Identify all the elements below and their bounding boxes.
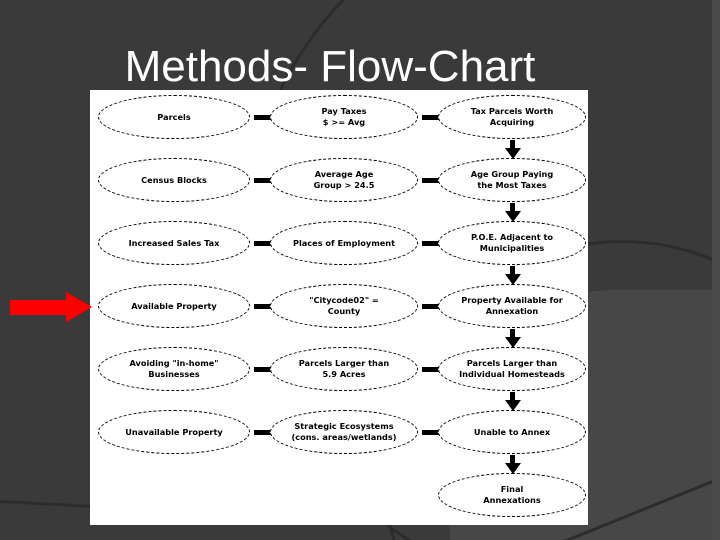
- node-line: Unable to Annex: [473, 426, 551, 437]
- node-line: Parcels: [157, 111, 191, 122]
- node-line: the Most Taxes: [477, 180, 547, 190]
- flow-node-result-4[interactable]: Property Available for Annexation: [438, 284, 586, 328]
- node-line: Annexation: [485, 306, 539, 316]
- node-line: Businesses: [148, 369, 200, 379]
- flow-node-result-3[interactable]: P.O.E. Adjacent to Municipalities: [438, 221, 586, 265]
- node-line: Parcels Larger than: [298, 358, 390, 368]
- node-line: Avoiding "in-home": [129, 358, 219, 368]
- flow-arrow-down-3: [504, 266, 521, 285]
- flow-node-input-6[interactable]: Unavailable Property: [98, 410, 250, 454]
- node-line: Census Blocks: [141, 174, 207, 185]
- flow-node-input-5[interactable]: Avoiding "in-home" Businesses: [98, 347, 250, 391]
- red-arrow-shaft: [10, 300, 68, 315]
- node-line: 5.9 Acres: [322, 369, 366, 379]
- node-line: Average Age: [314, 169, 374, 179]
- node-line: Pay Taxes: [321, 106, 367, 116]
- flow-node-result-6[interactable]: Unable to Annex: [438, 410, 586, 454]
- flow-node-criteria-1[interactable]: Pay Taxes $ >= Avg: [270, 95, 418, 139]
- red-pointer-arrow: [10, 292, 92, 322]
- node-line: Parcels Larger than: [466, 358, 558, 368]
- flow-node-result-1[interactable]: Tax Parcels Worth Acquiring: [438, 95, 586, 139]
- flow-node-result-5[interactable]: Parcels Larger than Individual Homestead…: [438, 347, 586, 391]
- flow-node-input-1[interactable]: Parcels: [98, 95, 250, 139]
- node-line: Final: [500, 484, 524, 494]
- node-line: Property Available for: [461, 295, 563, 305]
- flow-arrow-down-1: [504, 140, 521, 159]
- node-line: Annexations: [483, 495, 541, 505]
- flow-arrow-down-2: [504, 203, 521, 222]
- node-line: $ >= Avg: [322, 117, 366, 127]
- node-line: Increased Sales Tax: [128, 237, 220, 248]
- flow-node-result-2[interactable]: Age Group Paying the Most Taxes: [438, 158, 586, 202]
- flow-arrow-down-6: [504, 455, 521, 474]
- node-line: County: [327, 306, 361, 316]
- flowchart-panel: Parcels Pay Taxes $ >= Avg Tax Parcels W…: [90, 90, 588, 525]
- flow-node-input-2[interactable]: Census Blocks: [98, 158, 250, 202]
- flow-node-criteria-2[interactable]: Average Age Group > 24.5: [270, 158, 418, 202]
- node-line: Acquiring: [489, 117, 535, 127]
- red-arrow-head: [66, 292, 92, 322]
- flow-node-criteria-5[interactable]: Parcels Larger than 5.9 Acres: [270, 347, 418, 391]
- node-line: Available Property: [131, 300, 217, 311]
- slide-title: Methods- Flow-Chart: [124, 42, 536, 91]
- node-line: P.O.E. Adjacent to: [470, 232, 554, 242]
- flow-node-criteria-3[interactable]: Places of Employment: [270, 221, 418, 265]
- flow-node-input-4[interactable]: Available Property: [98, 284, 250, 328]
- decorative-right-strip: [712, 0, 720, 540]
- flow-node-criteria-4[interactable]: "Citycode02" = County: [270, 284, 418, 328]
- node-line: Tax Parcels Worth: [470, 106, 554, 116]
- node-line: Group > 24.5: [313, 180, 375, 190]
- flow-arrow-down-4: [504, 329, 521, 348]
- node-line: Unavailable Property: [125, 426, 223, 437]
- node-line: Strategic Ecosystems: [294, 421, 394, 431]
- node-line: Age Group Paying: [470, 169, 554, 179]
- flow-node-final[interactable]: Final Annexations: [438, 473, 586, 517]
- node-line: Municipalities: [479, 243, 545, 253]
- flow-node-input-3[interactable]: Increased Sales Tax: [98, 221, 250, 265]
- flow-node-criteria-6[interactable]: Strategic Ecosystems (cons. areas/wetlan…: [270, 410, 418, 454]
- flow-arrow-down-5: [504, 392, 521, 411]
- node-line: Individual Homesteads: [459, 369, 565, 379]
- node-line: "Citycode02" =: [309, 295, 379, 305]
- node-line: (cons. areas/wetlands): [291, 432, 397, 442]
- node-line: Places of Employment: [292, 237, 396, 248]
